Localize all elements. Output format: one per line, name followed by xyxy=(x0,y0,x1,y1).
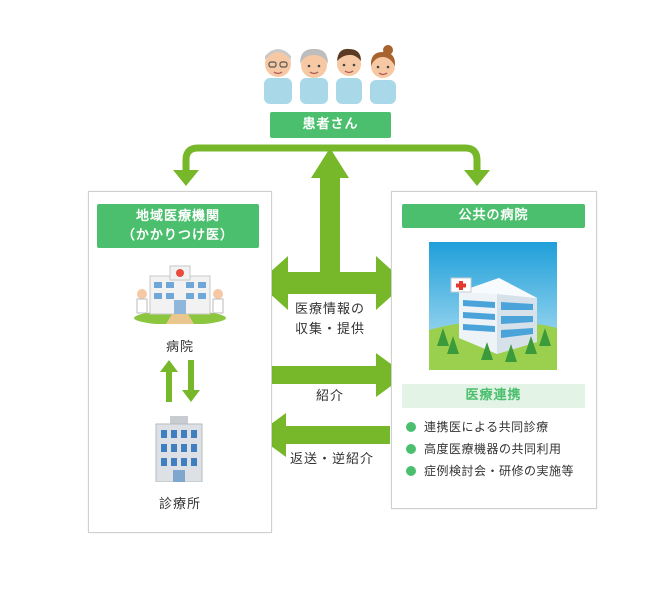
cooperation-item-text: 症例検討会・研修の実施等 xyxy=(424,464,575,478)
local-clinic-subtitle: （かかりつけ医） xyxy=(121,228,235,243)
referral-label: 紹介 xyxy=(315,389,344,404)
cooperation-list: 連携医による共同診療 高度医療機器の共同利用 症例検討会・研修の実施等 xyxy=(406,416,592,482)
cooperation-item-text: 高度医療機器の共同利用 xyxy=(424,442,562,456)
info-exchange-label-line2: 収集・提供 xyxy=(294,322,365,337)
cooperation-item: 連携医による共同診療 xyxy=(406,416,592,438)
elderly-man-icon xyxy=(264,49,292,104)
cooperation-item-text: 連携医による共同診療 xyxy=(424,420,549,434)
cooperation-item: 症例検討会・研修の実施等 xyxy=(406,460,592,482)
info-up-arrow xyxy=(311,148,349,282)
man-icon xyxy=(336,48,362,104)
clinic-icon xyxy=(155,416,203,482)
small-hospital-icon xyxy=(134,265,226,324)
patient-split-arrow xyxy=(173,144,490,186)
medical-cooperation-section xyxy=(402,384,585,408)
info-exchange-label: 医療情報の 収集・提供 xyxy=(280,300,380,340)
cooperation-item: 高度医療機器の共同利用 xyxy=(406,438,592,460)
bullet-dot-icon xyxy=(406,422,416,432)
woman-icon xyxy=(370,45,396,104)
bullet-dot-icon xyxy=(406,466,416,476)
patients-illustration xyxy=(264,45,396,104)
elderly-woman-icon xyxy=(300,48,328,104)
public-hospital-badge: 公共の病院 xyxy=(402,204,585,228)
clinic-label: 診療所 xyxy=(158,497,201,512)
hospital-label: 病院 xyxy=(165,340,194,355)
hospital-clinic-arrows xyxy=(160,360,200,402)
patients-badge: 患者さん xyxy=(270,112,391,138)
local-clinic-badge: 地域医療機関 （かかりつけ医） xyxy=(97,204,259,248)
bullet-dot-icon xyxy=(406,444,416,454)
medical-cooperation-title: 医療連携 xyxy=(465,388,522,403)
info-exchange-label-line1: 医療情報の xyxy=(294,302,365,317)
public-hospital-icon xyxy=(429,242,557,370)
return-referral-label: 返送・逆紹介 xyxy=(289,452,374,467)
local-clinic-title: 地域医療機関 xyxy=(135,209,220,224)
